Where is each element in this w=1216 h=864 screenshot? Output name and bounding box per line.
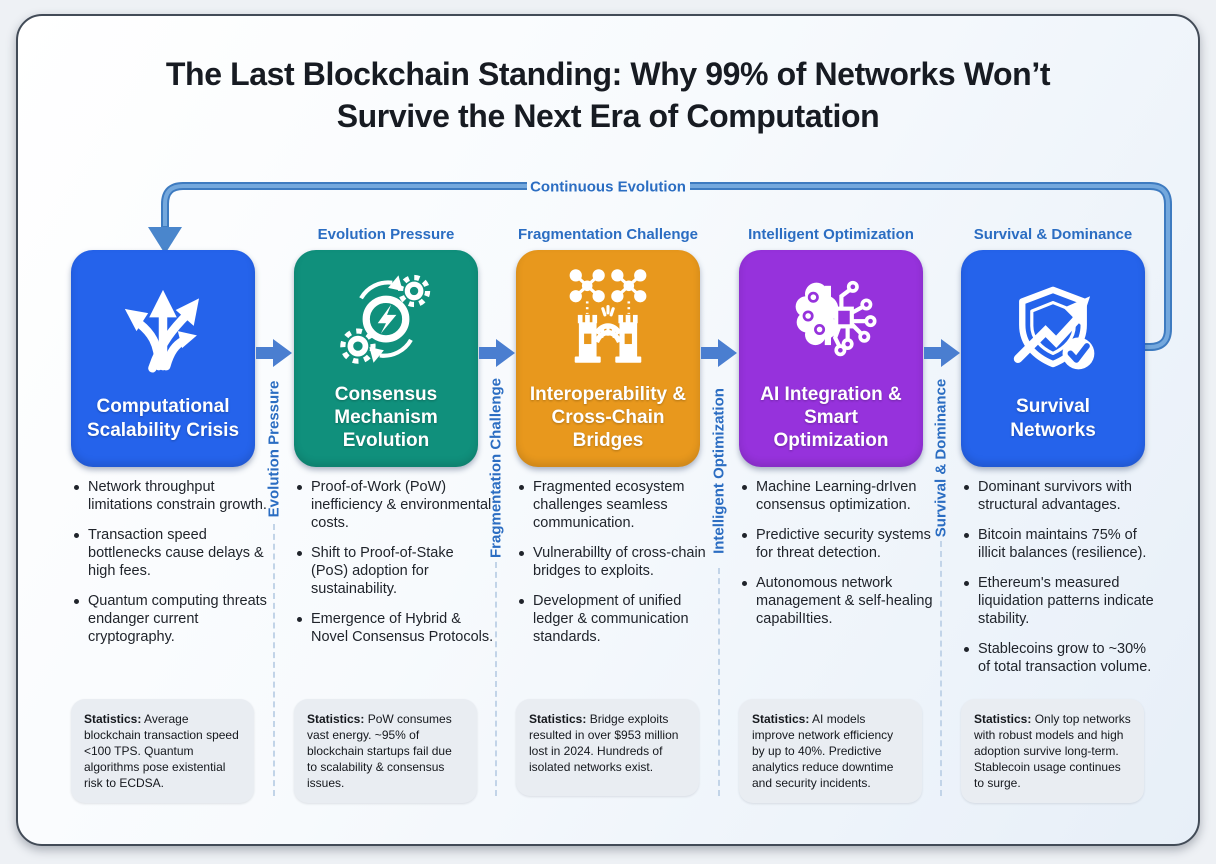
loop-label: Continuous Evolution	[530, 178, 686, 196]
bullet-item: Emergence of Hybrid & Novel Consensus Pr…	[294, 611, 494, 647]
process-box-consensus-evolution: Consensus Mechanism Evolution	[294, 250, 478, 467]
stage-header-intelligent-optimization: Intelligent Optimization	[748, 226, 914, 243]
stats-text: Average blockchain transaction speed <10…	[84, 712, 239, 791]
stats-card: Statistics: PoW consumes vast energy. ~9…	[294, 699, 477, 804]
bullet-item: Development of unified ledger & communic…	[516, 593, 716, 647]
box-title: AI Integration & Smart Optimization	[760, 383, 902, 452]
stats-card: Statistics: Average blockchain transacti…	[71, 699, 254, 804]
bullet-item: Predictive security systems for threat d…	[739, 527, 939, 563]
box-title: Computational Scalability Crisis	[86, 396, 240, 441]
connector-arrow-right-icon	[479, 339, 515, 367]
stage-header-survival-dominance: Survival & Dominance	[973, 226, 1133, 243]
divider-line	[495, 562, 497, 796]
connector-arrow-right-icon	[256, 339, 292, 367]
bullet-list: Dominant survivors with structural advan…	[961, 479, 1161, 689]
stats-text: PoW consumes vast energy. ~95% of blockc…	[307, 712, 452, 791]
process-box-interoperability-bridges: Interoperability & Cross-Chain Bridges	[516, 250, 700, 467]
bullet-item: Vulnerabillty of cross-chain bridges to …	[516, 545, 716, 581]
brain-circuit-icon	[795, 280, 877, 356]
box-title: Interoperability & Cross-Chain Bridges	[529, 383, 687, 452]
box-title: Survival Networks	[1010, 396, 1096, 441]
bullet-list: Proof-of-Work (PoW) inefficiency & envir…	[294, 479, 494, 659]
stats-text: AI models improve network efficiency by …	[752, 712, 894, 791]
bullet-list: Network throughput limitations constrain…	[71, 479, 271, 659]
bullet-item: Proof-of-Work (PoW) inefficiency & envir…	[294, 479, 494, 533]
connector-arrow-right-icon	[924, 339, 960, 367]
divider-line	[273, 524, 275, 796]
process-box-computational-scalability: Computational Scalability Crisis	[71, 250, 255, 467]
bullet-item: Stablecoins grow to ~30% of total transa…	[961, 641, 1161, 677]
stats-card: Statistics: Only top networks with robus…	[961, 699, 1144, 804]
bullet-list: Machine Learning-drIven consensus optimi…	[739, 479, 939, 641]
process-box-ai-optimization: AI Integration & Smart Optimization	[739, 250, 923, 467]
bullet-item: Bitcoin maintains 75% of illicit balance…	[961, 527, 1161, 563]
bullet-item: Dominant survivors with structural advan…	[961, 479, 1161, 515]
stats-label: Statistics:	[529, 712, 587, 726]
bullet-item: Fragmented ecosystem challenges seamless…	[516, 479, 716, 533]
bullet-item: Transaction speed bottlenecks cause dela…	[71, 527, 271, 581]
divider-line	[940, 541, 942, 796]
bullet-item: Ethereum's measured liquidation patterns…	[961, 575, 1161, 629]
stats-label: Statistics:	[974, 712, 1032, 726]
bullet-list: Fragmented ecosystem challenges seamless…	[516, 479, 716, 659]
stage-header-fragmentation-challenge: Fragmentation Challenge	[517, 226, 699, 243]
page-title: The Last Blockchain Standing: Why 99% of…	[165, 56, 1051, 134]
gears-energy-icon	[340, 274, 431, 364]
box-title: Consensus Mechanism Evolution	[334, 383, 438, 452]
divider-line	[718, 568, 720, 796]
stats-card: Statistics: AI models improve network ef…	[739, 699, 922, 804]
bullet-item: Autonomous network management & self-hea…	[739, 575, 939, 629]
stage-header-evolution-pressure: Evolution Pressure	[317, 226, 455, 243]
branching-arrows-icon	[124, 290, 200, 373]
stats-label: Statistics:	[307, 712, 365, 726]
process-box-survival-networks: Survival Networks	[961, 250, 1145, 467]
bullet-item: Shift to Proof-of-Stake (PoS) adoption f…	[294, 545, 494, 599]
bridge-network-icon	[569, 268, 647, 363]
stats-text: Bridge exploits resulted in over $953 mi…	[529, 712, 679, 775]
bullet-item: Network throughput limitations constrain…	[71, 479, 271, 515]
bullet-item: Quantum computing threats endanger curre…	[71, 593, 271, 647]
shield-growth-icon	[1013, 286, 1095, 370]
bullet-item: Machine Learning-drIven consensus optimi…	[739, 479, 939, 515]
stats-label: Statistics:	[752, 712, 810, 726]
connector-arrow-right-icon	[701, 339, 737, 367]
stats-card: Statistics: Bridge exploits resulted in …	[516, 699, 699, 796]
stats-label: Statistics:	[84, 712, 142, 726]
stats-text: Only top networks with robust models and…	[974, 712, 1131, 791]
